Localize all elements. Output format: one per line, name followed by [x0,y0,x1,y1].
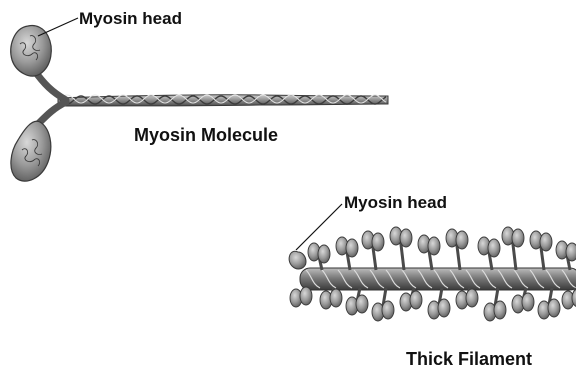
filament-head [512,288,534,313]
myosin-head-lower [11,121,51,181]
filament-head [346,288,368,315]
filament-label: Thick Filament [406,349,532,369]
molecule-label: Myosin Molecule [134,125,278,145]
filament-head [320,288,342,309]
filament-head-marked [289,251,306,269]
filament-head [538,288,560,319]
filament-head [372,288,394,321]
filament-head [428,288,450,319]
filament-head [446,229,468,270]
filament-head [336,237,358,270]
filament-head [556,241,576,270]
filament-head [418,235,440,270]
filament-head-label: Myosin head [344,193,447,212]
filament-head [362,231,384,270]
filament-head [400,288,422,311]
myosin-tail [58,95,388,106]
filament-head [308,243,330,270]
myosin-molecule: Myosin head Myosin Molecule [11,9,388,181]
myosin-neck-lower [38,102,66,124]
filament-head [562,288,576,309]
molecule-head-label: Myosin head [79,9,182,28]
filament-head [290,287,312,307]
filament-head [478,237,500,270]
thick-filament: Myosin head Thick Filament [289,193,576,369]
filament-head-leader [296,204,342,250]
molecule-head-leader [38,18,78,36]
filament-head [456,288,478,309]
filament-head [390,227,412,270]
filament-rod [300,268,576,290]
filament-head [530,231,552,270]
filament-head [484,288,506,321]
filament-head [502,227,524,270]
